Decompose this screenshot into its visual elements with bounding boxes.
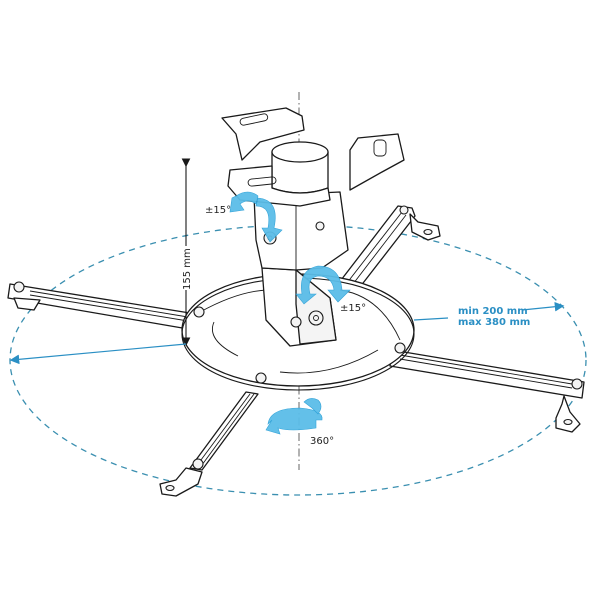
rotation-label: 360° <box>310 436 334 447</box>
arm-bottom-left <box>159 391 259 497</box>
rotation-360-icon <box>265 398 323 435</box>
arm-left <box>7 281 197 331</box>
tilt-arrow-left-icon <box>229 191 283 243</box>
arm-span-dimension: min 200 mm max 380 mm <box>9 301 565 365</box>
arm-span-max-label: max 380 mm <box>458 317 530 328</box>
arm-right <box>389 349 585 433</box>
arm-span-min-label: min 200 mm <box>458 306 528 317</box>
tilt-right-label: ±15° <box>340 303 366 314</box>
ceiling-bracket <box>221 107 405 207</box>
height-label: 155 mm <box>182 248 193 290</box>
height-dimension: 155 mm <box>178 158 194 347</box>
tilt-left-label: ±15° <box>205 205 231 216</box>
tilt-arrow-right-icon <box>295 265 351 305</box>
